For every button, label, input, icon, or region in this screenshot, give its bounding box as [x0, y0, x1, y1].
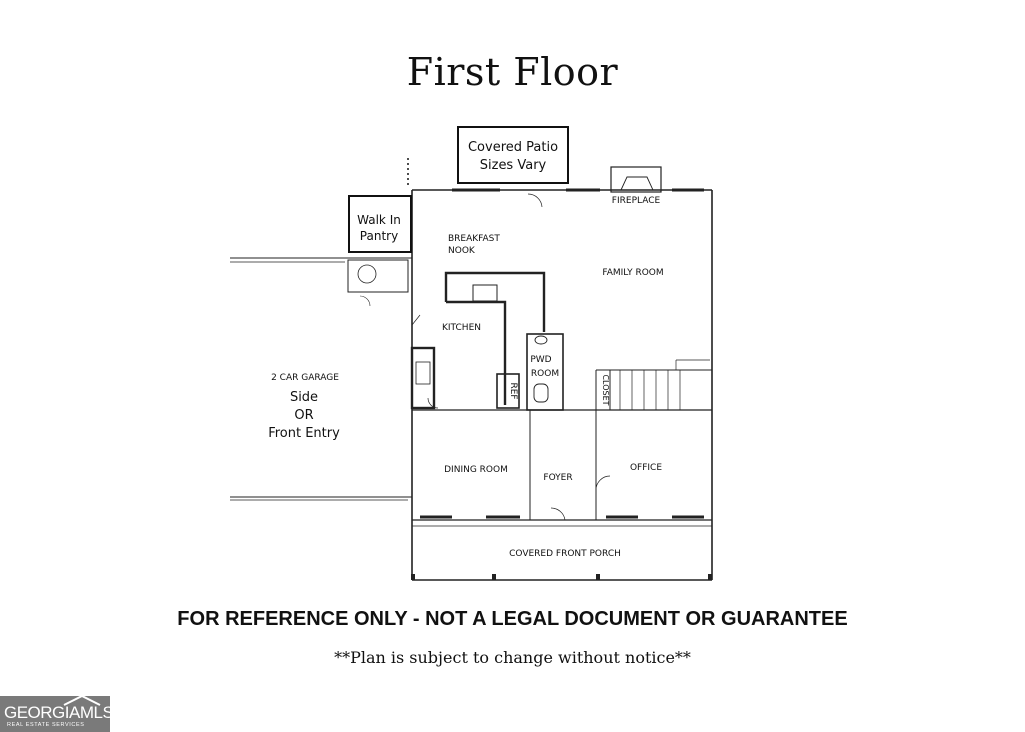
plan-walls: [230, 158, 713, 581]
fireplace-label: FIREPLACE: [612, 196, 661, 206]
change-notice-text: **Plan is subject to change without noti…: [334, 648, 691, 667]
garage-line-1: Side: [290, 390, 318, 405]
garage-line-2: OR: [294, 408, 313, 423]
covered-patio-label-1: Covered Patio: [468, 140, 558, 155]
disclaimer-text: FOR REFERENCE ONLY - NOT A LEGAL DOCUMEN…: [177, 608, 848, 630]
pwd-room-label-2: ROOM: [531, 369, 559, 379]
covered-patio-box: [457, 126, 569, 184]
pwd-room-label-1: PWD: [530, 355, 551, 365]
closet-label: CLOSET: [601, 374, 610, 405]
garage-line-3: Front Entry: [268, 426, 340, 441]
office-label: OFFICE: [630, 463, 662, 473]
breakfast-nook-label-1: BREAKFAST: [448, 234, 500, 244]
logo-main-text: GEORGIAMLS: [4, 703, 114, 722]
page-title: First Floor: [406, 50, 619, 94]
walk-in-pantry-label-2: Pantry: [360, 229, 398, 243]
dining-room-label: DINING ROOM: [444, 465, 508, 475]
room-labels: Covered Patio Sizes Vary Walk In Pantry …: [268, 140, 663, 559]
kitchen-label: KITCHEN: [442, 323, 481, 333]
covered-patio-label-2: Sizes Vary: [480, 158, 547, 173]
georgiamls-logo: GEORGIAMLS REAL ESTATE SERVICES: [0, 694, 114, 732]
foyer-label: FOYER: [543, 473, 572, 483]
family-room-label: FAMILY ROOM: [602, 268, 663, 278]
garage-label: 2 CAR GARAGE: [271, 373, 339, 383]
ref-label: REF: [508, 382, 518, 399]
roof-icon: [63, 694, 101, 706]
covered-front-porch-label: COVERED FRONT PORCH: [509, 549, 621, 559]
walk-in-pantry-box: [348, 195, 412, 253]
floor-plan: Covered Patio Sizes Vary Walk In Pantry …: [230, 126, 713, 581]
walk-in-pantry-label-1: Walk In: [357, 213, 401, 227]
logo-sub-text: REAL ESTATE SERVICES: [7, 722, 85, 728]
breakfast-nook-label-2: NOOK: [448, 246, 476, 256]
